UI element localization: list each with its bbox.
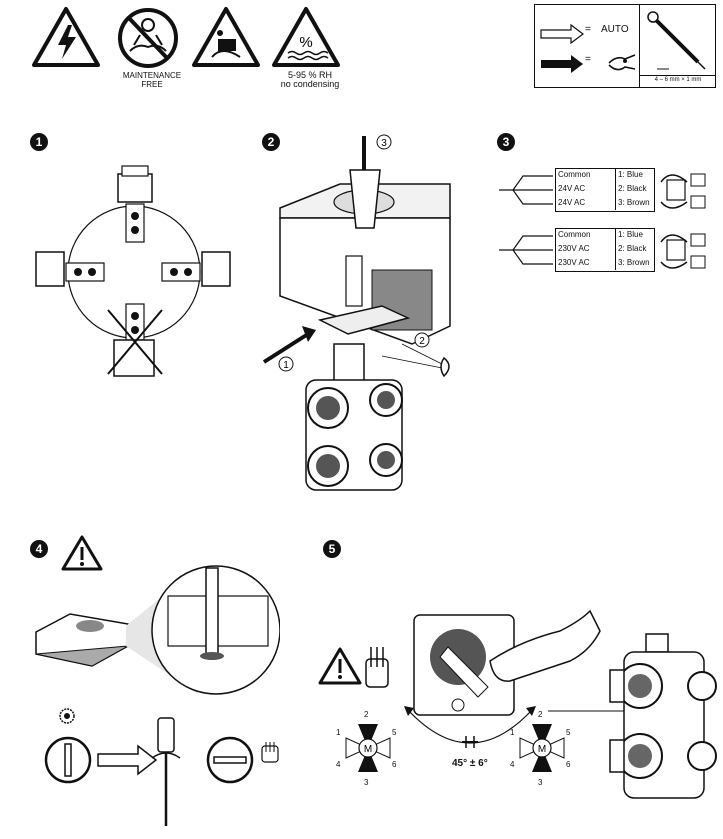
orientation-down-not-allowed [107, 303, 163, 377]
cable-icon [499, 235, 553, 265]
humidity-symbol: % [299, 34, 312, 51]
wire-b-2-left: 230V AC [558, 244, 590, 253]
wire-b-1-right: 1: Blue [618, 230, 643, 239]
actuator-manual-rotation [413, 609, 601, 716]
wire-a-1-left: Common [558, 170, 591, 179]
port-5: 5 [566, 728, 571, 737]
port-4: 4 [510, 760, 515, 769]
knob-vertical [44, 736, 92, 784]
warning-icon [61, 535, 103, 571]
small-actuator [35, 613, 129, 667]
no-maintenance-icon [118, 8, 178, 68]
rotation-schematic-a [660, 173, 706, 209]
callout-3: 3 [381, 138, 387, 149]
glove-icon [261, 742, 279, 763]
valve-body [305, 343, 403, 491]
callout-1: 1 [283, 360, 289, 371]
screwdriver-icon [647, 11, 706, 70]
callout-2: 2 [419, 336, 425, 347]
motor-symbol: M [364, 744, 372, 755]
auto-arrow-icon [540, 23, 584, 45]
humidity-label: 5-95 % RH no condensing [280, 70, 340, 89]
wire-a-1-right: 1: Blue [618, 170, 643, 179]
port-diagram-left: M 2 1 5 4 6 3 [336, 710, 400, 790]
warning-icon [318, 647, 362, 685]
warning-glove-group [318, 647, 389, 688]
port-2: 2 [538, 710, 543, 719]
port-1: 1 [510, 728, 515, 737]
legend-arrows [540, 23, 636, 73]
port-4: 4 [336, 760, 341, 769]
port-2: 2 [364, 710, 369, 719]
orientation-left [35, 251, 105, 287]
wiring-diagram-230v: Common 230V AC 230V AC 1: Blue 2: Black … [497, 226, 717, 274]
wire-a-3-left: 24V AC [558, 198, 586, 207]
orientation-up [117, 165, 153, 243]
port-5: 5 [392, 728, 397, 737]
motor-symbol: M [538, 744, 546, 755]
wiring-diagram-24v: Common 24V AC 24V AC 1: Blue 2: Black 3:… [497, 166, 717, 214]
equals-manual: = [585, 54, 591, 65]
wire-b-2-right: 2: Black [618, 244, 647, 253]
step-1-mounting-orientation [35, 165, 231, 377]
angle-label: 45° ± 6° [452, 758, 488, 769]
step-4-badge: 4 [30, 540, 48, 558]
wire-a-3-right: 3: Brown [618, 198, 650, 207]
gear-icon [59, 708, 75, 724]
legend-box: = AUTO = 4 – 6 mm × 1 mm [534, 4, 716, 88]
push-arrow [262, 326, 316, 364]
port-3: 3 [364, 778, 369, 787]
cable-icon [499, 175, 553, 205]
rotation-schematic-b [660, 233, 706, 269]
port-6: 6 [566, 760, 571, 769]
step-1-badge: 1 [30, 133, 48, 151]
step-3-badge: 3 [497, 133, 515, 151]
screwdriver-tool [151, 717, 181, 826]
heavy-weight-icon [192, 7, 260, 67]
warning-triangles: % [32, 7, 340, 68]
port-symbol-right: M [519, 724, 565, 772]
leader-line [548, 710, 626, 712]
right-arrow [97, 744, 158, 776]
step-2-badge: 2 [262, 133, 280, 151]
high-voltage-warning-icon [32, 7, 100, 67]
orientation-right [161, 251, 231, 287]
knob-horizontal [206, 736, 254, 784]
pliers-icon [608, 54, 636, 71]
auto-label: AUTO [601, 24, 629, 35]
six-way-valve [609, 633, 717, 799]
port-symbol-left: M [345, 724, 391, 772]
glove-icon [365, 647, 389, 688]
wire-b-3-left: 230V AC [558, 258, 590, 267]
wire-b-1-left: Common [558, 230, 591, 239]
port-1: 1 [336, 728, 341, 737]
port-3: 3 [538, 778, 543, 787]
humidity-icon: % [272, 7, 340, 67]
actuator-housing [279, 169, 451, 345]
screwdriver-size: 4 – 6 mm × 1 mm [654, 77, 702, 83]
port-6: 6 [392, 760, 397, 769]
step-5-badge: 5 [323, 540, 341, 558]
port-diagram-right: M 2 1 5 4 6 3 [510, 710, 574, 790]
equals-auto: = [585, 24, 591, 35]
eye-icon [381, 343, 450, 378]
wire-b-3-right: 3: Brown [618, 258, 650, 267]
mounting-bracket [317, 255, 411, 335]
wire-a-2-right: 2: Black [618, 184, 647, 193]
maintenance-free-label: MAINTENANCE FREE [122, 71, 182, 89]
wire-a-2-left: 24V AC [558, 184, 586, 193]
hand-icon [489, 609, 601, 682]
rotation-arc [404, 706, 536, 748]
warning-icons-row: % MAINTENANCE FREE 5-95 % RH no condensi… [30, 5, 350, 95]
manual-override-sequence [44, 708, 279, 826]
step-2-mounting-diagram: 3 1 2 [262, 134, 451, 491]
manual-arrow-icon [541, 55, 583, 73]
step-4-magnified-actuator [35, 565, 280, 695]
